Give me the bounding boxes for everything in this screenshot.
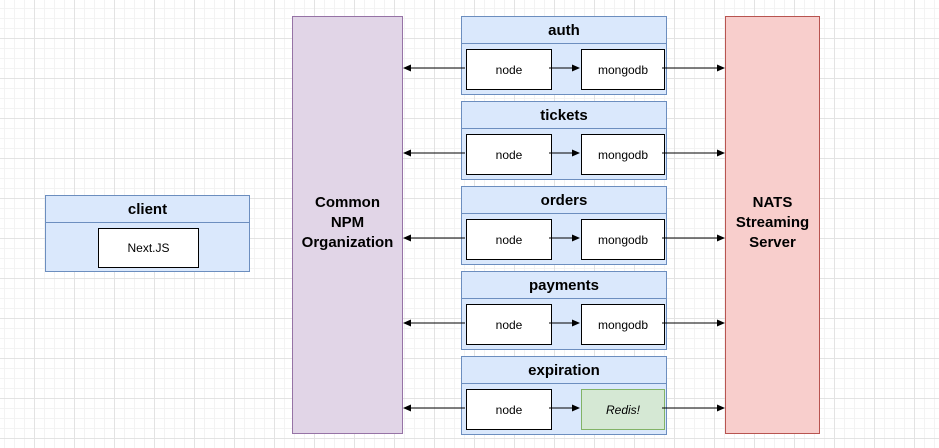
service-title: orders — [462, 187, 666, 214]
common-label-line-2: NPM — [330, 214, 365, 231]
service-auth: auth node mongodb — [461, 16, 667, 95]
client-title: client — [46, 196, 249, 223]
service-orders: orders node mongodb — [461, 186, 667, 265]
nats-streaming-server: NATS Streaming Server — [725, 16, 820, 434]
nats-label-line-3: Server — [749, 234, 796, 251]
service-title: tickets — [462, 102, 666, 129]
service-title: payments — [462, 272, 666, 299]
mongodb-box: mongodb — [581, 49, 665, 90]
nats-label-line-2: Streaming — [735, 214, 810, 231]
service-title: expiration — [462, 357, 666, 384]
common-label-line-3: Organization — [301, 234, 394, 251]
service-payments: payments node mongodb — [461, 271, 667, 350]
client-container: client Next.JS — [45, 195, 250, 272]
redis-box: Redis! — [581, 389, 665, 430]
mongodb-box: mongodb — [581, 304, 665, 345]
common-label-line-1: Common — [314, 194, 380, 211]
mongodb-box: mongodb — [581, 134, 665, 175]
mongodb-box: mongodb — [581, 219, 665, 260]
service-tickets: tickets node mongodb — [461, 101, 667, 180]
node-box: node — [466, 134, 552, 175]
service-title: auth — [462, 17, 666, 44]
client-framework-box: Next.JS — [98, 228, 199, 268]
node-box: node — [466, 304, 552, 345]
nats-label-line-1: NATS — [752, 194, 793, 211]
node-box: node — [466, 49, 552, 90]
node-box: node — [466, 219, 552, 260]
common-npm-organization: Common NPM Organization — [292, 16, 403, 434]
node-box: node — [466, 389, 552, 430]
service-expiration: expiration node Redis! — [461, 356, 667, 435]
